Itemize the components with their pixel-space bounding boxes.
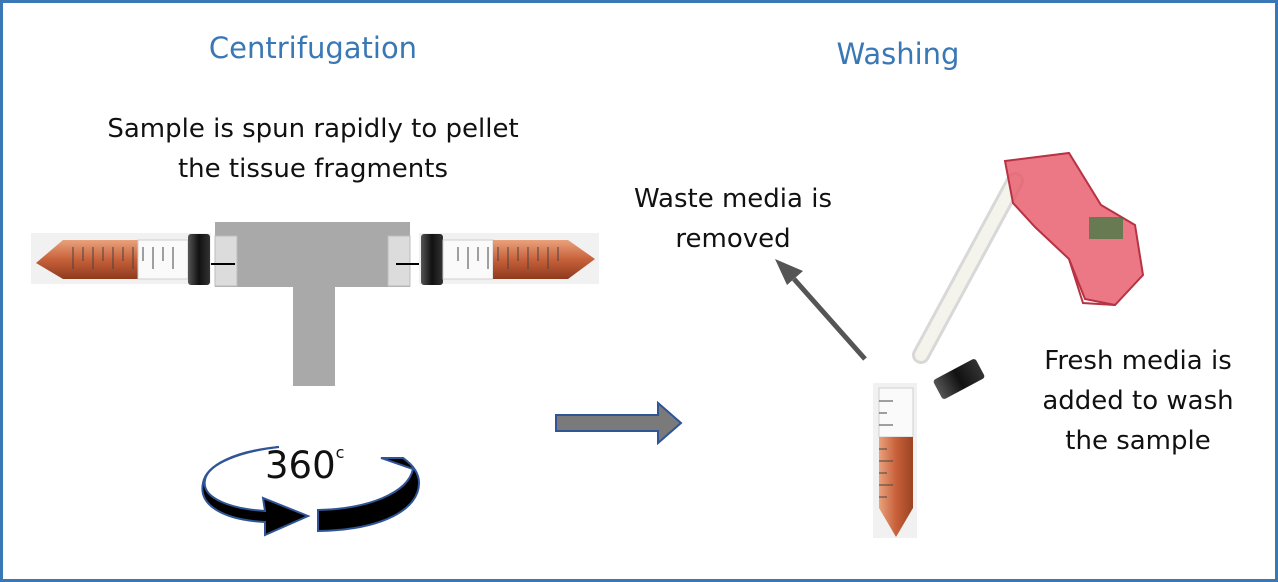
centrifugation-title: Centrifugation: [208, 31, 418, 65]
washing-title: Washing: [836, 37, 960, 71]
centrifugation-caption-line-1: Sample is spun rapidly to pellet: [107, 114, 519, 144]
loose-tube-cap: [933, 359, 985, 399]
waste-label-line-2: removed: [675, 224, 791, 254]
centrifuge-rotor: [198, 222, 429, 386]
fresh-media-label-line-2: added to wash: [1042, 386, 1234, 416]
centrifugation-caption-line-2: the tissue fragments: [177, 154, 448, 184]
rotation-arrow-icon: [201, 446, 421, 537]
washing-tube: [873, 383, 917, 538]
pipette-gun: [912, 151, 1145, 364]
rotation-unit: c: [335, 443, 345, 462]
rotation-value: 360: [265, 444, 336, 487]
transition-arrow-icon: [555, 400, 683, 446]
diagram-graphics: [31, 151, 1145, 538]
fresh-media-label-line-3: the sample: [1065, 426, 1211, 456]
left-centrifuge-tube: [31, 233, 211, 285]
rotation-label: 360c: [265, 429, 385, 490]
waste-label-line-1: Waste media is: [634, 184, 832, 214]
fresh-media-label-line-1: Fresh media is: [1044, 346, 1232, 376]
right-centrifuge-tube: [419, 233, 599, 285]
waste-removal-arrow-icon: [775, 259, 867, 361]
